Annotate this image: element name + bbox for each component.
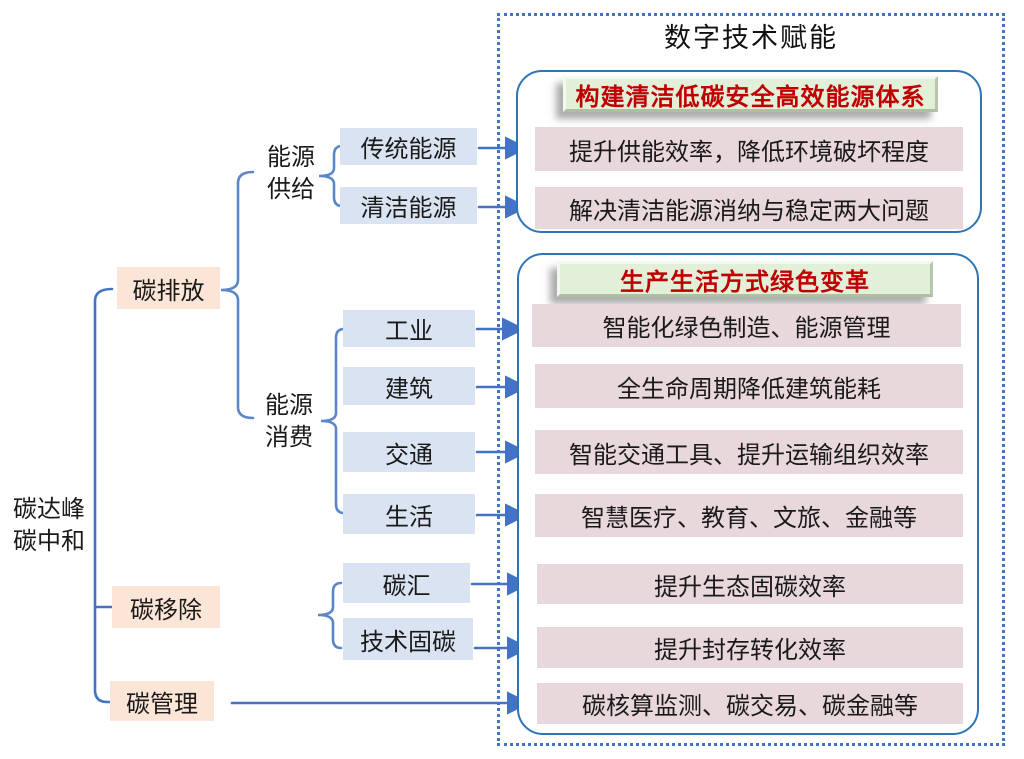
node-transport: 交通 (343, 432, 475, 472)
root-label: 碳达峰 碳中和 (4, 493, 94, 557)
node-carbon-management: 碳管理 (110, 681, 214, 721)
node-carbon-sink: 碳汇 (343, 563, 470, 603)
row-clean-energy-issues: 解决清洁能源消纳与稳定两大问题 (535, 187, 963, 229)
energy-consumption-line1: 能源 (265, 391, 313, 419)
node-tech-fixation: 技术固碳 (343, 618, 473, 660)
root-spine-connector (93, 287, 114, 704)
row-smart-life: 智慧医疗、教育、文旅、金融等 (535, 494, 963, 537)
digital-tech-panel (497, 13, 1005, 746)
node-carbon-emission: 碳排放 (117, 267, 220, 309)
node-clean-energy: 清洁能源 (340, 187, 477, 224)
row-eco-fixation: 提升生态固碳效率 (537, 564, 963, 604)
label-energy-consumption: 能源 消费 (250, 389, 328, 453)
root-label-line2: 碳中和 (13, 527, 85, 555)
row-carbon-accounting: 碳核算监测、碳交易、碳金融等 (537, 683, 963, 724)
panel-title: 数字技术赋能 (664, 23, 838, 54)
row-smart-transport: 智能交通工具、提升运输组织效率 (535, 430, 963, 474)
banner-green-transformation: 生产生活方式绿色变革 (557, 261, 933, 297)
brace-removal (317, 581, 343, 650)
energy-consumption-line2: 消费 (265, 423, 313, 451)
node-building: 建筑 (343, 367, 475, 405)
node-industry: 工业 (343, 310, 475, 347)
energy-supply-line1: 能源 (267, 143, 315, 171)
row-supply-efficiency: 提升供能效率，降低环境破坏程度 (535, 127, 963, 171)
node-traditional-energy: 传统能源 (340, 128, 477, 165)
energy-supply-line2: 供给 (267, 175, 315, 203)
node-life: 生活 (343, 494, 475, 534)
label-energy-supply: 能源 供给 (252, 141, 330, 205)
brace-emission (220, 170, 255, 420)
banner-energy-system: 构建清洁低碳安全高效能源体系 (563, 76, 938, 112)
node-carbon-removal: 碳移除 (112, 586, 220, 628)
row-storage-conversion: 提升封存转化效率 (537, 627, 963, 668)
row-smart-manufacturing: 智能化绿色制造、能源管理 (532, 304, 961, 347)
row-building-energy: 全生命周期降低建筑能耗 (535, 364, 963, 408)
root-label-line1: 碳达峰 (13, 495, 85, 523)
